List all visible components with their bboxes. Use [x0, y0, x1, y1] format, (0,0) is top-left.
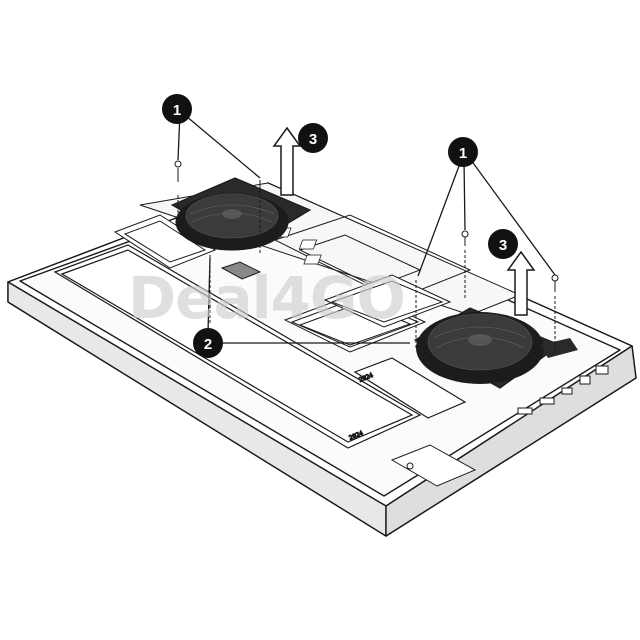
wlan-card [113, 214, 217, 269]
callout-lift-left: 3 [298, 123, 328, 153]
fan-right [413, 307, 578, 389]
callout-screws-center-label: 2 [204, 336, 212, 353]
callout-lift-right: 3 [488, 229, 518, 259]
screw-right-a [461, 230, 469, 300]
callout-screws-left: 1 [162, 94, 192, 124]
ports [517, 365, 609, 415]
ssd-left: 2024 [53, 244, 422, 449]
callout-screws-right-label: 1 [459, 145, 467, 162]
screw-left-a [174, 160, 182, 230]
callout-screws-right: 1 [448, 137, 478, 167]
callout-lift-left-label: 3 [309, 131, 317, 148]
lift-arrow-right [506, 250, 536, 316]
leader-lines [177, 111, 556, 344]
callout-lift-right-label: 3 [499, 237, 507, 254]
callout-screws-left-label: 1 [173, 102, 181, 119]
ssd-right: 2024 [353, 357, 467, 419]
io-board [390, 444, 477, 487]
callout-screws-center: 2 [193, 328, 223, 358]
lift-arrow-left [272, 126, 302, 196]
watermark: Deal4GO [128, 264, 405, 332]
